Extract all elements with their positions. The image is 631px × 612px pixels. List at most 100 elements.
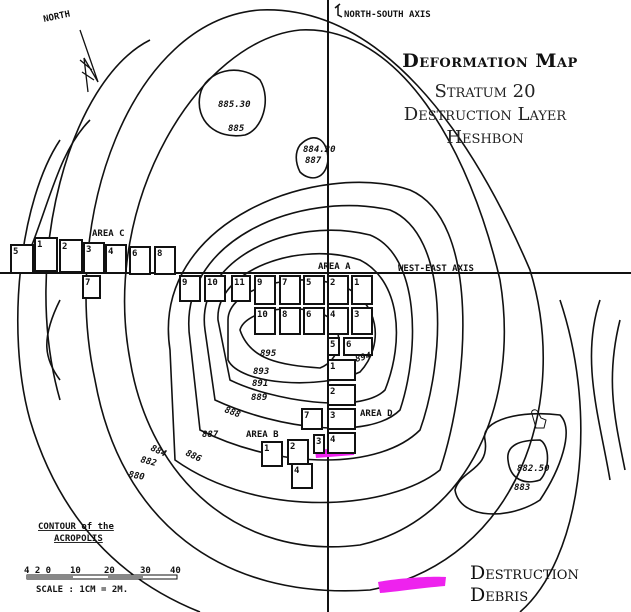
square-number: 7: [85, 278, 90, 288]
square-outline: [327, 359, 356, 381]
scale-bar-segment: [27, 575, 73, 579]
square-number: 2: [330, 387, 335, 397]
contour-label: 883: [514, 483, 530, 493]
excavation-square-area-c: 1: [34, 237, 58, 272]
excavation-square-area-b: 3: [313, 434, 325, 454]
subtitle-site: Heshbon: [446, 127, 524, 148]
excavation-square-area-a-row1: 2: [327, 275, 349, 305]
excavation-square-area-c: 7: [82, 275, 101, 299]
square-number: 6: [346, 340, 351, 350]
contour-label: 885: [228, 124, 245, 134]
contour-label-group: 885.30 885 884.20 887 893 895 891 8 8 9 88…: [127, 100, 550, 493]
square-outline: [343, 337, 373, 356]
excavation-square-area-a-row1: 9: [179, 275, 201, 302]
square-outline: [301, 408, 323, 430]
excavation-square-area-d: 2: [327, 384, 356, 406]
square-number: 1: [354, 278, 359, 288]
scale-tick-label: 30: [140, 566, 151, 576]
excavation-square-area-a-row1: 7: [279, 275, 301, 305]
square-number: 5: [330, 340, 335, 350]
subtitle-layer: Destruction Layer: [403, 104, 567, 125]
square-number: 11: [234, 278, 245, 288]
excavation-square-area-b: 4: [291, 463, 313, 489]
square-outline: [327, 307, 349, 335]
scale-tick-label: 40: [170, 566, 181, 576]
square-number: 8: [157, 249, 162, 259]
square-outline: [327, 384, 356, 406]
excavation-square-area-d: 4: [327, 432, 356, 454]
map-title: Deformation Map: [402, 50, 578, 72]
legend: Destruction Debris: [470, 562, 579, 606]
contour-label: 884.20: [303, 145, 336, 155]
square-outline: [351, 275, 373, 305]
excavation-square-area-a-row1: 5: [303, 275, 325, 305]
excavation-square-area-b: 1: [261, 441, 283, 467]
square-number: 1: [264, 444, 269, 454]
square-number: 8: [282, 310, 287, 320]
map-subtitle: Stratum 20 Destruction Layer Heshbon: [350, 80, 620, 149]
excavation-square-area-c: 8: [154, 246, 176, 275]
scale-tick-label: 20: [104, 566, 115, 576]
square-number: 9: [182, 278, 187, 288]
contour-label: 895: [260, 349, 277, 359]
square-outline: [254, 275, 276, 305]
square-outline: [303, 307, 325, 335]
square-number: 1: [330, 362, 335, 372]
contour-label: 888: [223, 405, 242, 420]
scale-bar-segment: [108, 575, 143, 579]
contour-label: 891: [252, 379, 268, 389]
contour-label: 886: [184, 449, 203, 465]
square-number: 3: [316, 437, 321, 447]
excavation-square-area-c: 5: [10, 244, 34, 274]
square-outline: [154, 246, 176, 275]
square-outline: [327, 275, 349, 305]
square-number: 2: [330, 278, 335, 288]
square-outline: [279, 307, 301, 335]
west-east-axis-label: WEST-EAST AXIS: [398, 264, 474, 274]
square-number: 3: [354, 310, 359, 320]
square-outline: [105, 244, 127, 274]
excavation-square-area-c: 3: [83, 242, 105, 274]
inset-title: CONTOUR of the: [38, 522, 114, 532]
scale-tick-label: 4 2 0: [24, 566, 51, 576]
contour-label: 880: [127, 470, 145, 483]
area-a-label: AREA A: [318, 262, 351, 272]
contour-label: 882.50: [517, 464, 550, 474]
legend-label-line2: Debris: [470, 584, 529, 606]
axis-pointer-icon: [334, 3, 343, 18]
inset-legend: CONTOUR of the ACROPOLIS 4 2 0 10 20 30 …: [24, 522, 181, 595]
excavation-square-area-a-row2: 6: [303, 307, 325, 335]
legend-label-line1: Destruction: [470, 562, 579, 584]
square-outline: [327, 337, 340, 356]
square-outline: [59, 239, 83, 273]
square-number: 10: [257, 310, 268, 320]
north-label: NORTH: [43, 10, 72, 25]
excavation-square-area-b: 2: [287, 439, 309, 465]
area-b-label: AREA B: [246, 430, 279, 440]
excavation-square-area-d: 1: [327, 359, 356, 381]
square-number: 3: [330, 411, 335, 421]
square-outline: [10, 244, 34, 274]
square-outline: [204, 275, 226, 302]
excavation-square-area-c: 6: [129, 246, 151, 275]
excavation-square-area-a-small: 6: [343, 337, 373, 356]
north-arrow-icon: [79, 29, 99, 93]
hand-icon: [531, 409, 547, 429]
square-number: 10: [207, 278, 218, 288]
contour-label: 885.30: [218, 100, 251, 110]
square-number: 3: [86, 245, 91, 255]
square-number: 2: [290, 442, 295, 452]
contour-label: 894: [354, 351, 372, 365]
excavation-square-area-a-row1: 1: [351, 275, 373, 305]
square-number: 7: [282, 278, 287, 288]
square-number: 1: [37, 240, 42, 250]
excavation-square-area-d: 3: [327, 408, 356, 430]
square-number: 5: [13, 247, 18, 257]
contour-label: 887: [202, 430, 219, 440]
inset-subtitle: ACROPOLIS: [54, 534, 103, 544]
square-number: 2: [62, 242, 67, 252]
square-outline: [129, 246, 151, 275]
excavation-square-area-c: 4: [105, 244, 127, 274]
contour-label: 893: [253, 367, 269, 377]
